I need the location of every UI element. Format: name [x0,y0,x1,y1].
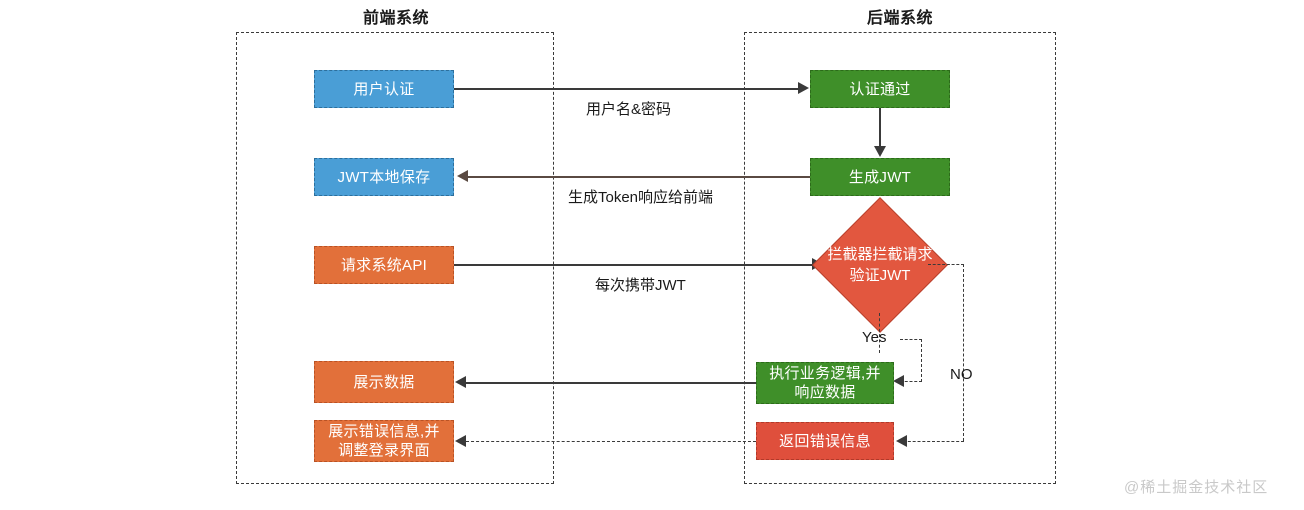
lane-backend [744,32,1056,484]
lane-frontend [236,32,554,484]
lane-title-backend: 后端系统 [866,10,933,27]
edge-label-yes: Yes [862,329,887,346]
edge-credentials-arrowhead [798,82,809,94]
edge-authpass-genjwt-arrowhead [874,146,886,157]
edge-yes-segment-down2 [921,339,922,382]
node-show-error[interactable]: 展示错误信息,并 调整登录界面 [314,420,454,462]
edge-carry-jwt-line [454,264,814,266]
edge-label-no: NO [950,366,973,383]
edge-business-showdata-arrowhead [455,376,466,388]
edge-returnerror-showerror-line [466,441,756,442]
node-interceptor-label: 拦截器拦截请求 验证JWT [827,246,933,284]
node-request-api[interactable]: 请求系统API [314,246,454,284]
edge-returnerror-showerror-arrowhead [455,435,466,447]
edge-business-showdata-line [466,382,756,384]
lane-title-frontend: 前端系统 [362,10,429,27]
edge-no-arrowhead [896,435,907,447]
edge-token-response-line [468,176,810,178]
edge-yes-segment-right [900,339,922,340]
node-jwt-store[interactable]: JWT本地保存 [314,158,454,196]
edge-label-carry-jwt: 每次携带JWT [595,277,686,294]
edge-label-credentials: 用户名&密码 [586,101,672,118]
node-auth-pass[interactable]: 认证通过 [810,70,950,108]
edge-credentials-line [454,88,799,90]
edge-label-token-response: 生成Token响应给前端 [568,189,714,206]
watermark: @稀土掘金技术社区 [1124,479,1269,496]
node-return-error[interactable]: 返回错误信息 [756,422,894,460]
node-show-data[interactable]: 展示数据 [314,361,454,403]
edge-yes-segment-left [900,381,922,382]
node-user-auth[interactable]: 用户认证 [314,70,454,108]
node-business-logic[interactable]: 执行业务逻辑,并 响应数据 [756,362,894,404]
edge-yes-arrowhead [893,375,904,387]
edge-no-segment-right [928,264,964,265]
edge-no-segment-down [963,264,964,441]
node-gen-jwt[interactable]: 生成JWT [810,158,950,196]
node-interceptor-decision[interactable]: 拦截器拦截请求 验证JWT [812,197,948,333]
edge-token-response-arrowhead [457,170,468,182]
edge-yes-segment-down [879,313,880,353]
edge-authpass-genjwt-line [879,108,881,147]
edge-no-segment-left [903,441,964,442]
